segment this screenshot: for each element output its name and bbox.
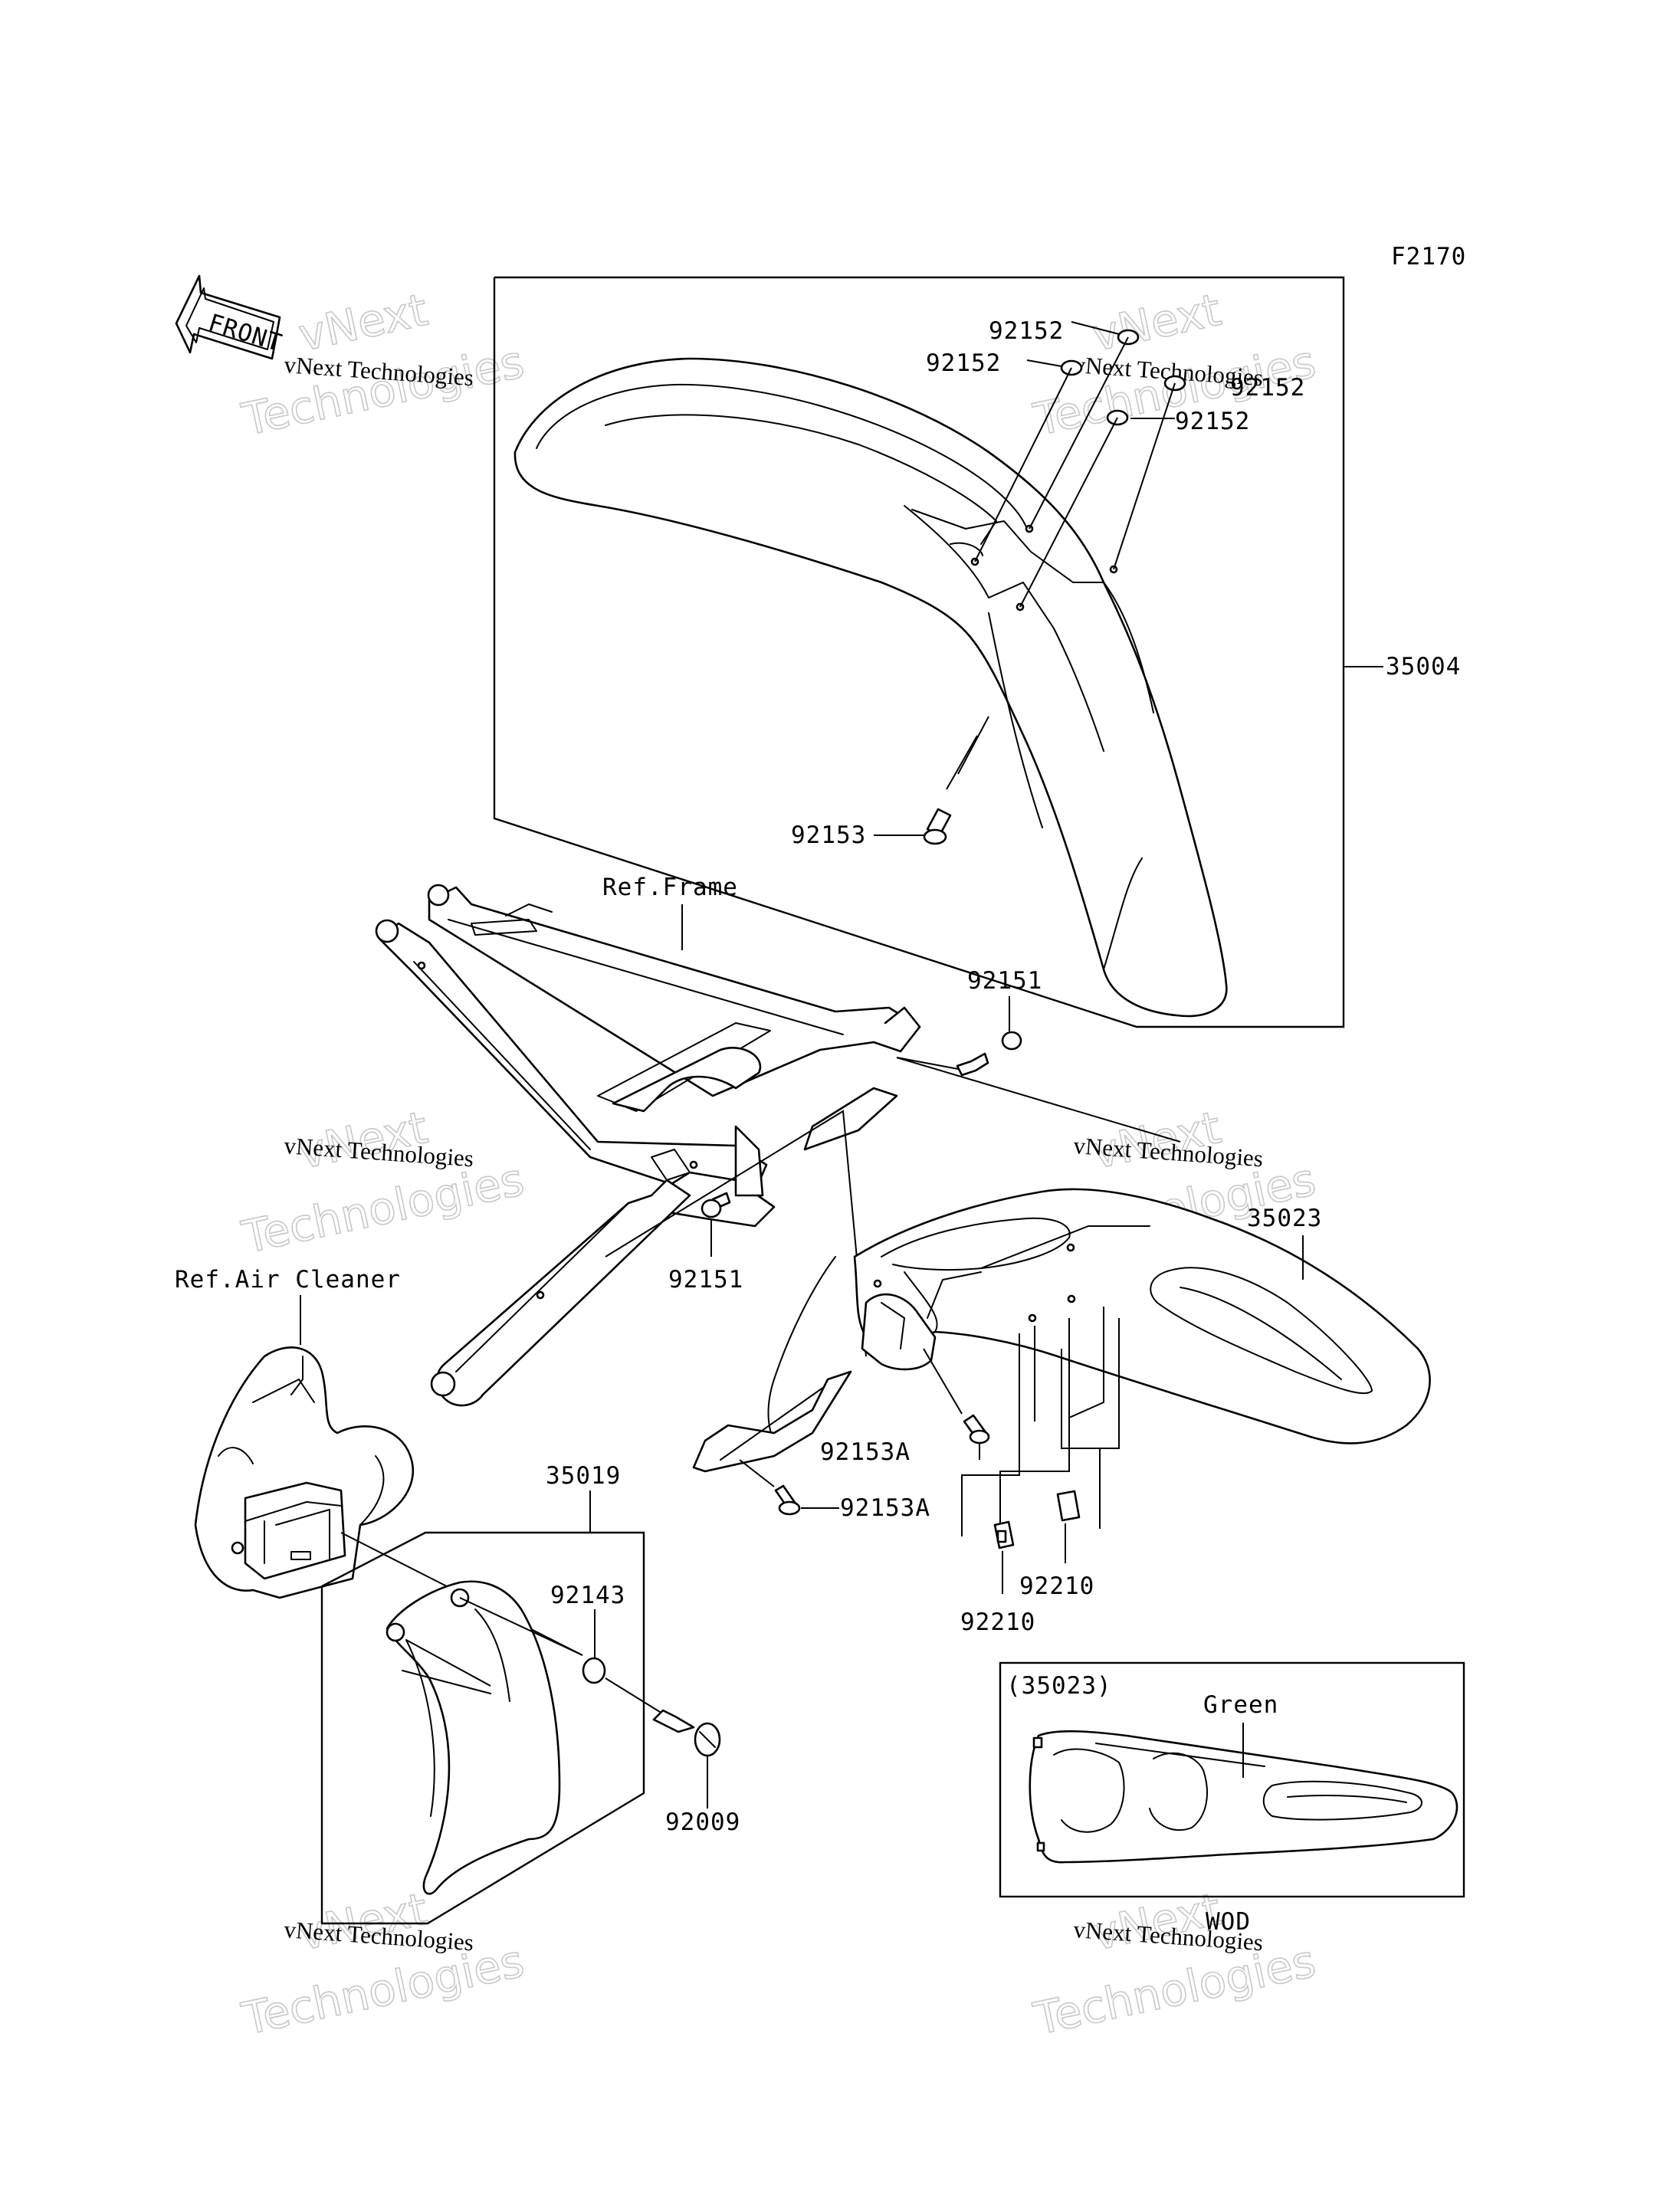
inset-fender <box>1029 1723 1459 1864</box>
leader-frame-to-fender <box>896 1057 1181 1143</box>
watermark-vnext: vNext <box>1088 284 1226 362</box>
watermark-technologies: Technologies <box>238 1153 529 1264</box>
front-fender <box>514 357 1228 1018</box>
label-92210-left: 92210 <box>960 1608 1035 1636</box>
label-92152-right: 92152 <box>1230 374 1305 402</box>
mud-flap <box>386 1580 583 1895</box>
air-cleaner <box>194 1295 415 1599</box>
label-92152-top: 92152 <box>989 317 1064 345</box>
bolt-92153A-upper <box>923 1348 990 1460</box>
label-92153A-lower: 92153A <box>840 1494 930 1522</box>
rear-frame <box>375 884 921 1407</box>
label-92151-right: 92151 <box>967 967 1042 995</box>
watermark-top-left: vNext Technologies vNext Technologies <box>237 283 529 447</box>
figure-code: F2170 <box>1391 243 1466 271</box>
group-box-35019 <box>320 1531 645 1925</box>
bolt-92151-left <box>701 1192 731 1257</box>
bolt-92153 <box>874 716 989 845</box>
label-92152-lower: 92152 <box>1175 408 1250 435</box>
label-35023: 35023 <box>1247 1205 1322 1232</box>
clip-icon <box>1056 1490 1081 1522</box>
label-92210-right: 92210 <box>1019 1572 1094 1600</box>
watermark-bottom-left: vNext Technologies vNext Technologies <box>237 1882 529 2046</box>
inset-model: WOD <box>1206 1908 1251 1936</box>
screw-92009 <box>605 1677 721 1808</box>
label-ref-frame: Ref.Frame <box>602 874 738 901</box>
watermark-technologies: Technologies <box>1029 1935 1321 2045</box>
washer-92152-group <box>974 321 1186 608</box>
watermark-mid-left: vNext Technologies vNext Technologies <box>237 1100 529 1264</box>
label-92153A-upper: 92153A <box>820 1438 911 1466</box>
rear-fender <box>692 1188 1431 1473</box>
group-box-35004 <box>493 276 1345 1028</box>
inset-box <box>999 1661 1465 1898</box>
front-arrow-icon: FRONT <box>175 274 285 360</box>
inset-color: Green <box>1203 1691 1278 1719</box>
label-92153: 92153 <box>791 821 866 849</box>
bolt-92151-right <box>896 996 1022 1077</box>
inset-part-ref: (35023) <box>1006 1672 1112 1700</box>
watermark-vnext: vNext <box>294 284 432 362</box>
watermark-technologies: Technologies <box>238 1935 529 2045</box>
watermark-bottom-right: vNext Technologies vNext Technologies <box>1029 1882 1321 2046</box>
bolt-92153A-lower <box>739 1459 839 1516</box>
label-92143: 92143 <box>550 1582 625 1609</box>
label-92009: 92009 <box>665 1808 740 1836</box>
clip-92210-group <box>961 1307 1120 1594</box>
label-35019: 35019 <box>546 1462 621 1490</box>
label-ref-air-cleaner: Ref.Air Cleaner <box>175 1266 401 1294</box>
label-92151-left: 92151 <box>668 1266 743 1294</box>
label-92152-left: 92152 <box>926 349 1001 377</box>
label-35004: 35004 <box>1386 653 1461 680</box>
watermark-technologies: Technologies <box>238 336 529 446</box>
washer-92143 <box>582 1609 606 1684</box>
